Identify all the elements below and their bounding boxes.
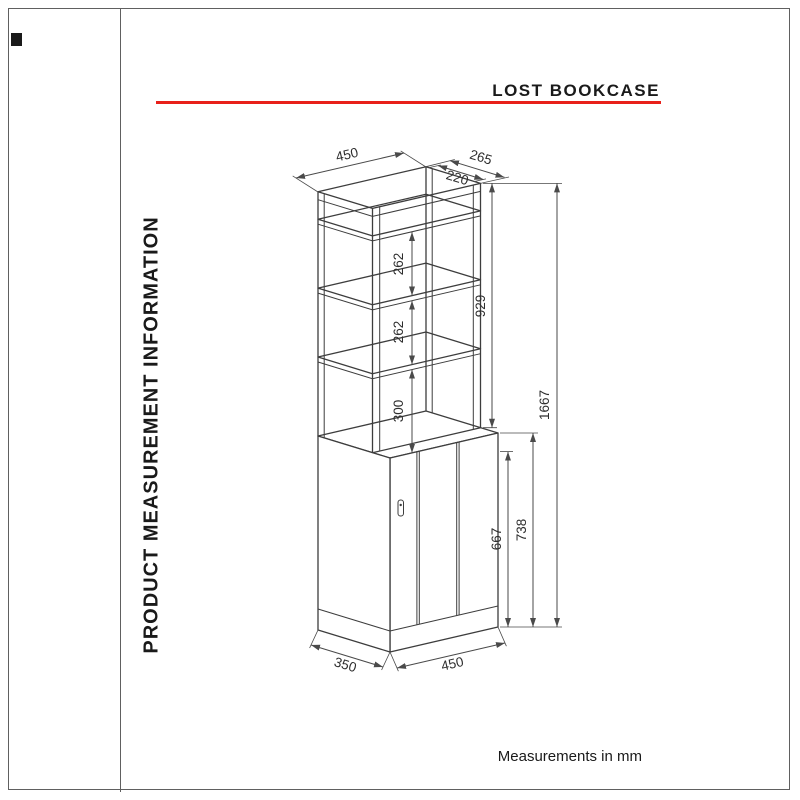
dim-shelf-gap-lower-label: 300 (391, 400, 406, 423)
shelf (317, 331, 482, 380)
dimensions: 450 265 220 262 262 30 (292, 145, 562, 675)
dim-shelf-section-height-label: 929 (473, 295, 488, 318)
dim-top-depth-inner-label: 220 (444, 167, 470, 188)
dim-cabinet-height: 738 (500, 432, 538, 627)
keyhole-dot (399, 503, 402, 507)
dim-shelf-gap-upper: 262 (391, 232, 415, 296)
dim-top-depth-inner: 220 (429, 164, 487, 188)
title-underline (156, 101, 661, 104)
page-title: LOST BOOKCASE (492, 81, 660, 100)
dim-shelf-gap-middle: 262 (391, 300, 415, 365)
shelf (317, 193, 482, 242)
dim-base-width: 450 (389, 626, 507, 674)
cabinet (317, 410, 499, 653)
dim-door-height-label: 667 (489, 528, 504, 551)
shelf-unit (317, 166, 482, 454)
dim-total-height: 1667 (500, 183, 562, 628)
plinth-line-front (389, 605, 499, 632)
frame-divider (120, 8, 121, 792)
dim-shelf-gap-upper-label: 262 (391, 253, 406, 276)
measurement-unit-note: Measurements in mm (497, 748, 642, 765)
dim-base-depth: 350 (309, 629, 391, 675)
plinth-line-side (317, 608, 391, 632)
shelf (317, 262, 482, 311)
door-handle (397, 499, 404, 517)
cabinet-front-face (389, 432, 499, 653)
unit-base-edge (372, 427, 481, 454)
dim-cabinet-height-label: 738 (514, 519, 529, 542)
dim-shelf-section-height: 929 (473, 183, 562, 429)
dim-top-width-label: 450 (334, 145, 359, 165)
dim-shelf-gap-lower: 300 (391, 369, 415, 453)
dim-door-height: 667 (489, 451, 513, 627)
page-border (8, 8, 790, 790)
corner-mark (11, 33, 22, 46)
dim-base-depth-label: 350 (332, 654, 358, 675)
dim-total-height-label: 1667 (537, 390, 552, 420)
dim-base-width-label: 450 (440, 654, 465, 674)
dim-top-width: 450 (292, 145, 427, 193)
dim-shelf-gap-middle-label: 262 (391, 321, 406, 344)
dim-top-depth-label: 265 (468, 147, 494, 168)
